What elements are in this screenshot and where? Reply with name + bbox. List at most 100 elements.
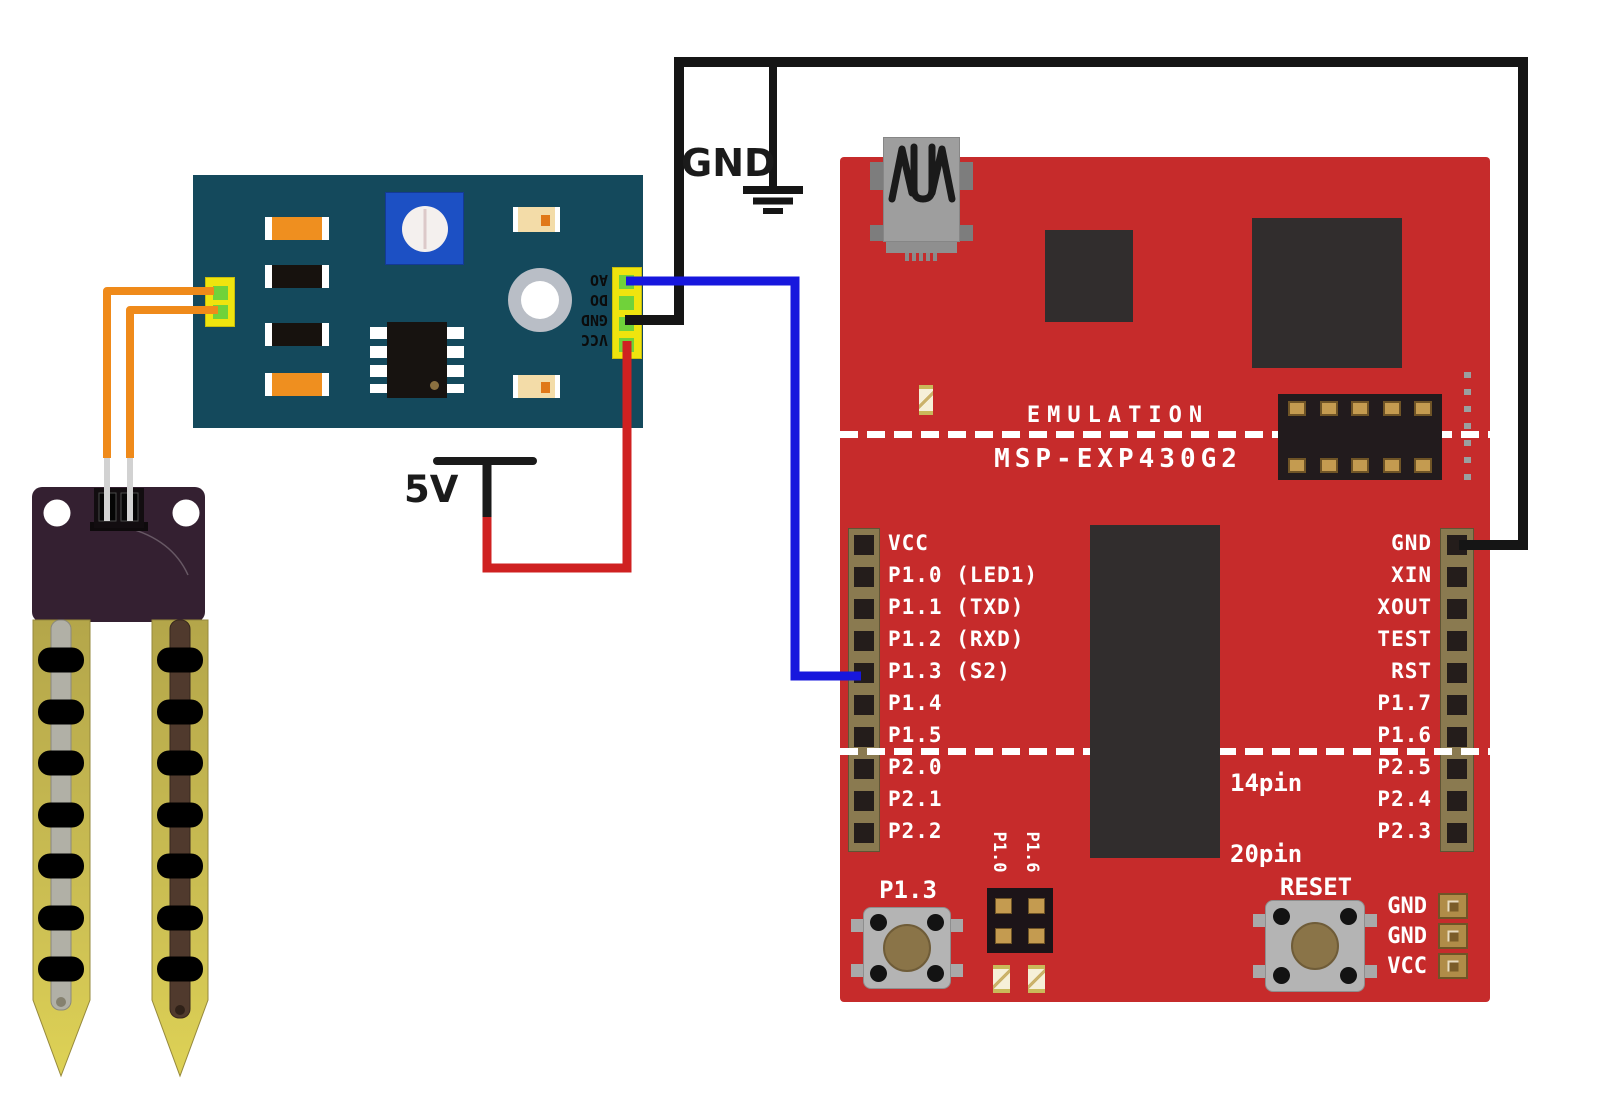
capacitor [265, 265, 329, 288]
module-pin-label-gnd: GND [580, 311, 608, 329]
label-20pin: 20pin [1230, 840, 1303, 868]
button-label-reset: RESET [1279, 873, 1353, 901]
pin-label-p2-5: P2.5 [1377, 755, 1432, 779]
pin-ao [619, 275, 634, 289]
ground-symbol-icon [743, 66, 803, 214]
module-probe-connector [205, 277, 235, 327]
pin-label-p2-1: P2.1 [888, 787, 943, 811]
emulation-header-column [1351, 401, 1369, 473]
corner-pin-label-vcc: VCC [1387, 954, 1427, 979]
corner-pad [1438, 893, 1468, 919]
module-pin-label-ao: AO [589, 271, 608, 289]
pin-label-p1-0: P1.0 (LED1) [888, 563, 1039, 587]
gnd-net-label: GND [681, 141, 776, 185]
led-die [541, 381, 550, 393]
led1-red [993, 965, 1010, 993]
usb-tab [870, 225, 883, 241]
usb-pins [904, 253, 939, 261]
pin-label-p2-3: P2.3 [1377, 819, 1432, 843]
module-mount-hole [508, 268, 572, 332]
board-name-label: MSP-EXP430G2 [994, 444, 1242, 474]
resistor [265, 217, 329, 240]
launchpad-board: EMULATION MSP-EXP430G2 VCC P1.0 (LED1) P… [840, 137, 1490, 1002]
pin-label-p1-4: P1.4 [888, 691, 943, 715]
usb-tab [960, 162, 973, 190]
module-output-header [612, 267, 642, 359]
pin-label-p2-2: P2.2 [888, 819, 943, 843]
pin-label-p1-3: P1.3 (S2) [888, 659, 1011, 683]
button-label-p1-3: P1.3 [879, 876, 937, 904]
ic-pins-left [370, 327, 387, 393]
pin-do [619, 296, 634, 310]
pin-label-rst: RST [1391, 659, 1432, 683]
wire-signal-blue [626, 276, 861, 681]
status-led [513, 375, 560, 398]
pin-label-gnd: GND [1391, 531, 1432, 555]
led-jumper-block [987, 888, 1053, 953]
right-pin-header-pins [1447, 535, 1467, 849]
comparator-ic [370, 322, 464, 398]
pin-label-test: TEST [1377, 627, 1432, 651]
jumper-label-p1-0: P1.0 [989, 831, 1009, 873]
pin-label-p2-4: P2.4 [1377, 787, 1432, 811]
usb-base [886, 242, 957, 253]
capacitor [265, 323, 329, 346]
pin-label-xout: XOUT [1377, 595, 1432, 619]
trim-potentiometer [385, 192, 464, 265]
emulation-header [1278, 394, 1442, 480]
led2-green [1028, 965, 1045, 993]
module-mount-hole-center [521, 281, 559, 319]
connector-pin [213, 286, 228, 300]
usb-tab [870, 162, 883, 190]
corner-pin-label-gnd2: GND [1387, 924, 1427, 949]
power-led [513, 207, 560, 232]
emulation-header-column [1414, 401, 1432, 473]
sensor-module-board: AO DO GND VCC [193, 175, 643, 428]
emulation-header-column [1382, 401, 1401, 473]
emulation-label: EMULATION [1026, 403, 1210, 428]
pin-label-xin: XIN [1391, 563, 1432, 587]
test-point-dots [1464, 372, 1471, 484]
pin-label-p1-1: P1.1 (TXD) [888, 595, 1025, 619]
emulator-chip [1252, 218, 1402, 368]
probe-mount-hole-right [172, 499, 200, 527]
label-14pin: 14pin [1230, 769, 1303, 797]
connector-pin [213, 305, 228, 319]
left-pin-header [848, 528, 880, 852]
supply-net-label: 5V [404, 468, 459, 511]
pin-label-p2-0: P2.0 [888, 755, 943, 779]
probe-mount-hole-left [43, 499, 71, 527]
probe-connector-slot [120, 492, 139, 522]
mini-usb-icon [888, 143, 956, 203]
corner-pin-label-gnd1: GND [1387, 894, 1427, 919]
msp430-dip-socket [1090, 525, 1220, 858]
pin-label-p1-7: P1.7 [1377, 691, 1432, 715]
probe-trace-hole [175, 1005, 185, 1015]
ic-body [387, 322, 447, 398]
jumper-label-p1-6: P1.6 [1022, 831, 1042, 873]
corner-pad [1438, 953, 1468, 979]
emulation-header-column [1288, 401, 1306, 473]
corner-pad [1438, 923, 1468, 949]
power-indicator-led [919, 385, 933, 415]
usb-tab [960, 225, 973, 241]
ic-pins-right [447, 327, 464, 393]
pin-label-p1-6: P1.6 [1377, 723, 1432, 747]
soil-moisture-probe [32, 487, 209, 1078]
emulation-header-column [1319, 401, 1338, 473]
probe-connector-slot [98, 492, 117, 522]
led-die [541, 214, 550, 226]
pin-label-vcc: VCC [888, 531, 929, 555]
reset-button [1253, 900, 1377, 992]
resistor [265, 373, 329, 396]
p1-3-button [851, 907, 963, 989]
pin-vcc [619, 338, 634, 352]
pin-label-p1-5: P1.5 [888, 723, 943, 747]
ic-pin1-mark [430, 381, 439, 390]
probe-trace-hole [56, 997, 66, 1007]
module-pin-label-vcc: VCC [580, 331, 608, 349]
mini-usb-connector [870, 137, 973, 261]
interface-chip [1045, 230, 1133, 322]
potentiometer-slot [423, 208, 426, 249]
